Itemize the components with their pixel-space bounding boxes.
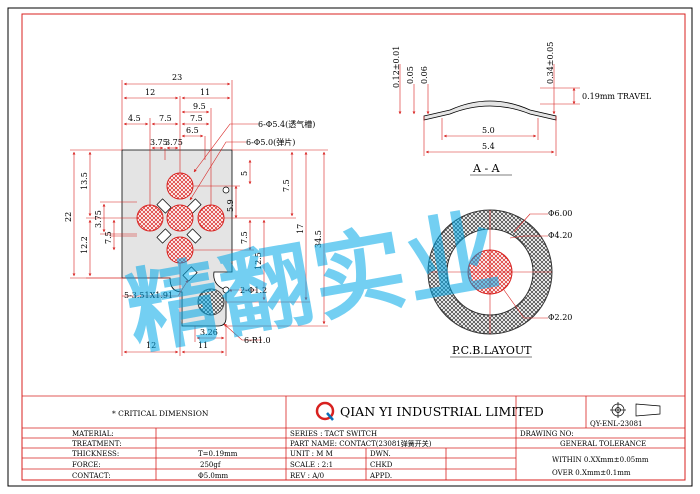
label-contact: CONTACT: — [72, 472, 111, 480]
rev: REV : A/0 — [290, 472, 324, 480]
dwn: DWN. — [370, 450, 391, 458]
sec-label: A - A — [472, 162, 501, 175]
sec-005: 0.05 — [406, 66, 415, 84]
company-logo-icon — [315, 401, 335, 421]
sec-travel: 0.19mm TRAVEL — [582, 92, 652, 101]
sec-006: 0.06 — [420, 66, 429, 84]
dim-bottom-11: 11 — [198, 341, 208, 350]
inner-border — [21, 13, 686, 481]
label-thickness: THICKNESS: — [72, 450, 119, 458]
dim-3-26: 3.26 — [200, 328, 218, 337]
dim-4-5: 4.5 — [128, 114, 141, 123]
callout-slot: 5-3.51X1.91 — [124, 291, 173, 300]
pcb-layout: Φ6.00 Φ4.20 Φ2.20 P.C.B.LAYOUT — [427, 209, 572, 358]
dim-3-75b: 3.75 — [165, 138, 183, 147]
pcb-d600: Φ6.00 — [548, 209, 572, 218]
dim-3-75-left: 3.75 — [94, 210, 103, 228]
dim-12-2: 12.2 — [80, 236, 89, 254]
dim-left12: 12 — [145, 88, 155, 97]
series: SERIES : TACT SWITCH — [290, 430, 377, 438]
dim-7-5a: 7.5 — [159, 114, 172, 123]
part-name: PART NAME: CONTACT(23081弹簧开关) — [290, 439, 432, 448]
value-contact: Φ5.0mm — [198, 472, 229, 480]
value-thickness: T=0.19mm — [198, 450, 238, 458]
tolerance-over: OVER 0.Xmm±0.1mm — [552, 469, 631, 477]
dim-22: 22 — [64, 212, 73, 222]
general-tolerance: GENERAL TOLERANCE — [560, 440, 646, 448]
pcb-d420: Φ4.20 — [548, 231, 572, 240]
drawing-no-label: DRAWING NO: — [520, 430, 574, 438]
dim-5-9: 5.9 — [226, 199, 235, 212]
label-treatment: TREATMENT: — [72, 440, 122, 448]
dim-7-5-right-a: 7.5 — [240, 231, 249, 244]
sec-w54: 5.4 — [482, 142, 495, 151]
appd: APPD. — [369, 472, 392, 480]
dim-7-5-left: 7.5 — [104, 231, 113, 244]
label-force: FORCE: — [72, 461, 101, 469]
sec-w50: 5.0 — [482, 126, 495, 135]
unit: UNIT : M M — [290, 450, 333, 458]
pcb-d220: Φ2.20 — [548, 313, 572, 322]
dim-17: 17 — [296, 224, 305, 234]
outer-border — [7, 7, 693, 487]
callout-hole: 2-Φ1.2 — [240, 286, 267, 295]
pcb-label: P.C.B.LAYOUT — [452, 344, 532, 357]
critical-dimension: * CRITICAL DIMENSION — [112, 409, 209, 418]
dim-bottom-12: 12 — [146, 341, 156, 350]
dim-right11: 11 — [200, 88, 210, 97]
drawing-no: QY-ENL-23081 — [590, 420, 642, 428]
dim-34-5: 34.5 — [314, 230, 323, 248]
dim-6-5: 6.5 — [186, 126, 199, 135]
dim-7-5b: 7.5 — [190, 114, 203, 123]
dim-5: 5 — [240, 171, 249, 176]
sec-034: 0.34±0.05 — [546, 42, 555, 84]
chkd: CHKD — [370, 461, 393, 469]
sec-012: 0.12±0.01 — [392, 46, 401, 88]
plan-view: 23 12 11 9.5 4.5 7.5 7.5 6.5 3.75 3.75 2… — [64, 73, 328, 356]
dim-12-5: 12.5 — [254, 252, 263, 270]
company-name: QIAN YI INDUSTRIAL LIMITED — [340, 404, 544, 419]
dim-9-5: 9.5 — [193, 102, 206, 111]
projection-symbol-icon — [610, 402, 661, 418]
label-material: MATERIAL: — [72, 430, 114, 438]
tolerance-within: WITHIN 0.XXmm±0.05mm — [552, 456, 649, 464]
scale: SCALE : 2:1 — [290, 461, 333, 469]
dim-7-5-right-b: 7.5 — [282, 179, 291, 192]
dim-3-75a: 3.75 — [150, 138, 168, 147]
title-block: * CRITICAL DIMENSION QIAN YI INDUSTRIAL … — [22, 395, 685, 480]
callout-dome: 6-Φ5.0(弹片) — [246, 137, 295, 147]
callout-vent: 6-Φ5.4(透气槽) — [258, 119, 315, 129]
section-view: 0.12±0.01 0.05 0.06 0.34±0.05 0.19mm TRA… — [392, 42, 652, 176]
dim-overall: 23 — [172, 73, 182, 82]
dim-13-5: 13.5 — [80, 172, 89, 190]
callout-radius: 6-R1.0 — [244, 336, 271, 345]
value-force: 250gf — [200, 461, 222, 469]
dome-section — [423, 100, 557, 121]
